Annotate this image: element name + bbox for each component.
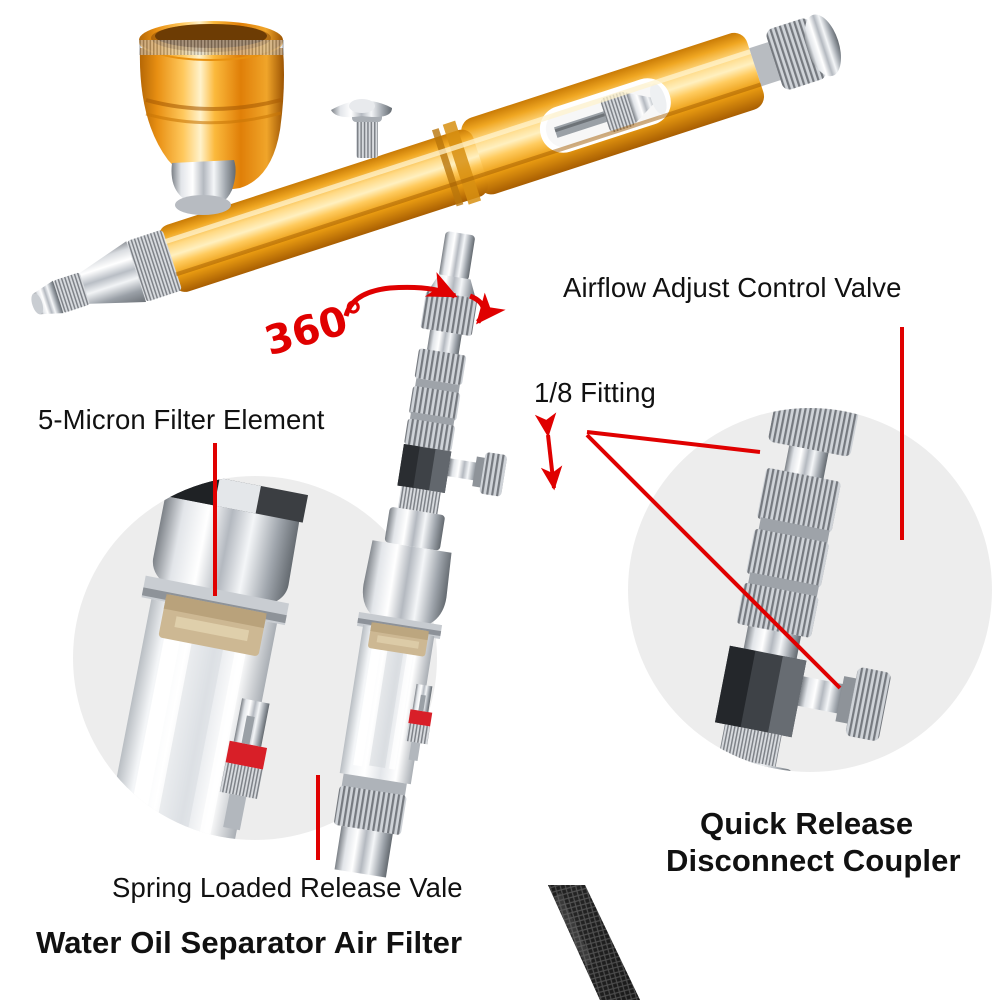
airbrush-trigger bbox=[331, 99, 392, 158]
side-adjust-knob bbox=[447, 452, 507, 497]
left-inset-release-valve bbox=[219, 698, 270, 831]
right-inset-side-knob bbox=[797, 667, 891, 741]
left-inset-content bbox=[103, 476, 309, 840]
water-oil-separator-assembly bbox=[334, 231, 640, 1000]
gravity-feed-paint-cup bbox=[139, 21, 284, 215]
annotation-leaders bbox=[213, 272, 904, 860]
label-quick-release-line2: Disconnect Coupler bbox=[666, 843, 961, 878]
braided-air-hose bbox=[548, 885, 640, 1000]
label-one-eighth-fitting: 1/8 Fitting bbox=[534, 377, 656, 408]
label-water-oil-separator-air-filter: Water Oil Separator Air Filter bbox=[36, 925, 463, 960]
airbrush-assembly bbox=[31, 14, 841, 315]
label-airflow-adjust-control-valve: Airflow Adjust Control Valve bbox=[563, 272, 902, 303]
leader-fitting bbox=[585, 430, 842, 690]
label-spring-loaded-release-vale: Spring Loaded Release Vale bbox=[112, 872, 463, 903]
side-knob-travel-arrow bbox=[534, 412, 563, 491]
label-quick-release-line1: Quick Release bbox=[700, 806, 914, 841]
label-five-micron-filter-element: 5-Micron Filter Element bbox=[38, 404, 325, 435]
rotation-arrow-360 bbox=[343, 272, 506, 325]
airflow-adjust-window bbox=[539, 78, 671, 153]
spring-loaded-release-valve bbox=[405, 683, 433, 762]
